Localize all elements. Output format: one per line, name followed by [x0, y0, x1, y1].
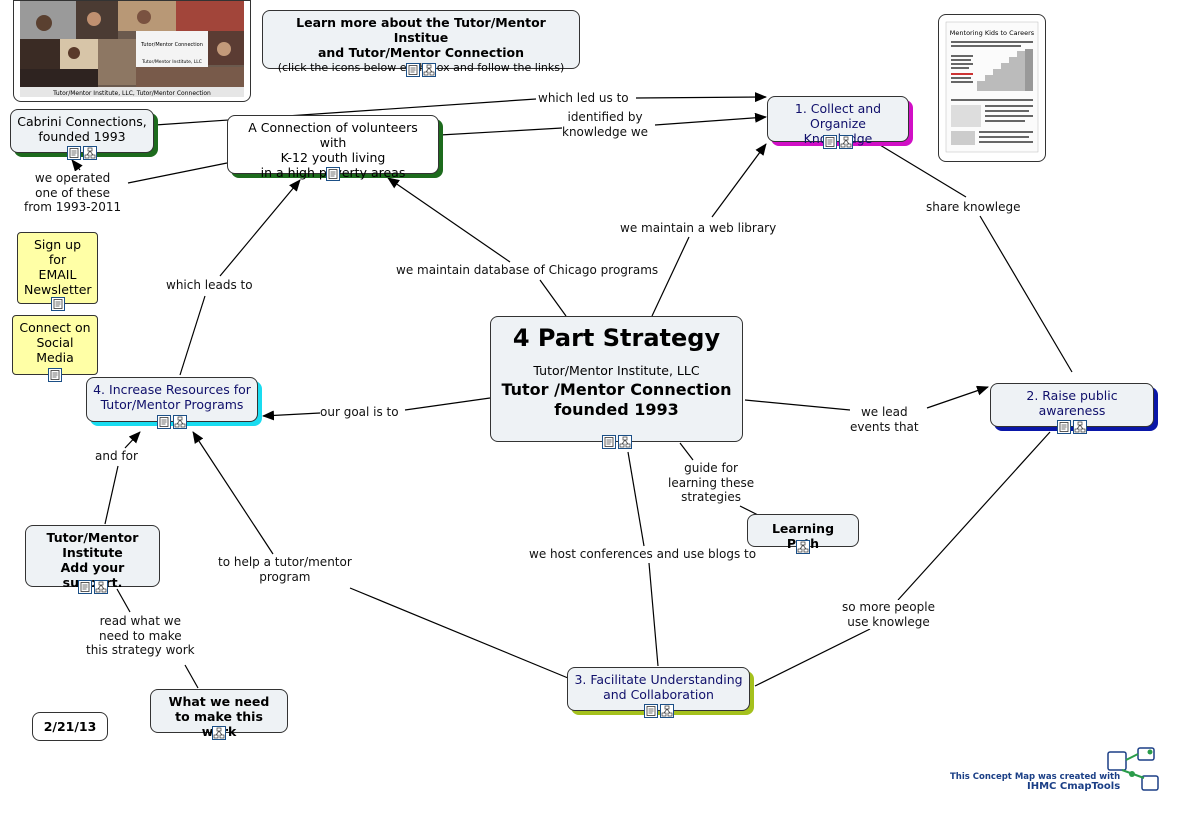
main-line1: Tutor /Mentor Connection: [501, 380, 732, 399]
link-share-knowlege: share knowlege: [926, 200, 1021, 215]
raise-public-awareness-node[interactable]: 2. Raise public awareness: [990, 383, 1154, 434]
link-web-library: we maintain a web library: [620, 221, 777, 236]
document-icon[interactable]: [48, 368, 62, 382]
document-icon[interactable]: [643, 704, 658, 718]
increase-line2: Tutor/Mentor Programs: [100, 397, 244, 412]
collect-organize-knowledge-node[interactable]: 1. Collect and Organize Knowledge: [767, 96, 909, 149]
what-we-need-line1: What we need: [168, 694, 270, 709]
tutor-mentor-institute-node[interactable]: Tutor/Mentor Institute Add your support.: [25, 525, 160, 594]
increase-line1: 4. Increase Resources for: [93, 382, 251, 397]
facilitate-understanding-node[interactable]: 3. Facilitate Understanding and Collabor…: [567, 667, 750, 718]
raise-line2: awareness: [1038, 403, 1106, 418]
signup-line4: Newsletter: [24, 282, 92, 297]
connection-line1: A Connection of volunteers with: [248, 120, 418, 150]
facilitate-line2: and Collaboration: [603, 687, 714, 702]
collect-line2: Organize Knowledge: [803, 116, 873, 146]
career-poster-image: Mentoring Kids to Careers: [945, 21, 1039, 153]
link-our-goal: our goal is to: [320, 405, 399, 420]
connection-of-volunteers-node[interactable]: A Connection of volunteers with K-12 you…: [227, 115, 439, 181]
cabrini-line2: founded 1993: [38, 129, 126, 144]
main-title: 4 Part Strategy: [512, 324, 721, 352]
credit-line2: IHMC CmapTools: [1027, 781, 1121, 792]
learn-more-line2: and Tutor/Mentor Connection: [317, 45, 525, 60]
document-icon[interactable]: [1057, 420, 1071, 434]
main-line2: founded 1993: [554, 400, 679, 419]
institute-line2: Institute: [62, 545, 123, 560]
link-and-for: and for: [95, 449, 138, 464]
increase-resources-node[interactable]: 4. Increase Resources for Tutor/Mentor P…: [86, 377, 258, 429]
collage-logo-text: Tutor/Mentor Connection: [140, 42, 203, 48]
concept-map-icon[interactable]: [173, 415, 187, 429]
what-we-need-line2: to make this work: [175, 709, 263, 739]
cabrini-line1: Cabrini Connections,: [17, 114, 147, 129]
main-subtitle: Tutor/Mentor Institute, LLC: [533, 363, 700, 378]
learning-path-node[interactable]: Learning Path: [747, 514, 859, 554]
link-conferences-blogs: we host conferences and use blogs to: [529, 547, 757, 562]
collage-logo-sub: Tutor/Mentor Institute, LLC: [141, 59, 202, 65]
document-icon[interactable]: [67, 146, 81, 160]
connection-line2: K-12 youth living: [280, 150, 386, 165]
document-icon[interactable]: [326, 167, 340, 181]
concept-map-icon[interactable]: [93, 580, 108, 594]
career-poster[interactable]: Mentoring Kids to Careers: [938, 14, 1046, 162]
concept-map-icon[interactable]: [83, 146, 97, 160]
cabrini-connections-node[interactable]: Cabrini Connections, founded 1993: [10, 109, 154, 160]
cmaptools-logo-icon[interactable]: [1104, 746, 1162, 796]
link-which-led-us-to: which led us to: [538, 91, 629, 106]
document-icon[interactable]: [157, 415, 171, 429]
photo-collage[interactable]: Tutor/Mentor Institute, LLC, Tutor/Mento…: [13, 0, 251, 102]
signup-line2: for: [48, 252, 67, 267]
poster-title: Mentoring Kids to Careers: [950, 29, 1035, 37]
document-icon[interactable]: [823, 135, 837, 149]
concept-map-icon[interactable]: [659, 704, 674, 718]
signup-line1: Sign up: [33, 237, 82, 252]
four-part-strategy-node[interactable]: 4 Part Strategy Tutor/Mentor Institute, …: [490, 316, 743, 449]
document-icon[interactable]: [601, 435, 616, 449]
what-we-need-node[interactable]: What we need to make this work: [150, 689, 288, 740]
link-database: we maintain database of Chicago programs: [396, 263, 659, 278]
concept-map-icon[interactable]: [1073, 420, 1087, 434]
institute-line1: Tutor/Mentor: [46, 530, 139, 545]
social-line2: Social: [36, 335, 74, 350]
link-which-leads-to: which leads to: [166, 278, 253, 293]
concept-map-icon[interactable]: [796, 540, 810, 554]
document-icon[interactable]: [50, 297, 65, 311]
social-line1: Connect on: [19, 320, 91, 335]
document-icon[interactable]: [406, 63, 420, 77]
raise-line1: 2. Raise public: [1026, 388, 1118, 403]
social-media-node[interactable]: Connect on Social Media: [12, 315, 98, 382]
concept-map-icon[interactable]: [422, 63, 436, 77]
cmaptools-credit: This Concept Map was created with IHMC C…: [950, 772, 1120, 792]
signup-line3: EMAIL: [38, 267, 77, 282]
credit-line1: This Concept Map was created with: [950, 772, 1121, 782]
concept-map-icon[interactable]: [839, 135, 853, 149]
date-node: 2/21/13: [32, 712, 108, 741]
date-label: 2/21/13: [43, 719, 97, 734]
social-line3: Media: [36, 350, 74, 365]
learn-more-box[interactable]: Learn more about the Tutor/Mentor Instit…: [262, 10, 580, 77]
collage-caption: Tutor/Mentor Institute, LLC, Tutor/Mento…: [52, 90, 211, 97]
collect-line1: 1. Collect and: [794, 101, 882, 116]
concept-map-icon[interactable]: [212, 726, 226, 740]
facilitate-line1: 3. Facilitate Understanding: [574, 672, 743, 687]
learn-more-line1: Learn more about the Tutor/Mentor Instit…: [296, 15, 546, 45]
learn-more-line3: (click the icons below each box and foll…: [277, 61, 565, 74]
concept-map-icon[interactable]: [617, 435, 632, 449]
photo-collage-image: Tutor/Mentor Institute, LLC, Tutor/Mento…: [20, 1, 244, 97]
email-newsletter-signup-node[interactable]: Sign up for EMAIL Newsletter: [17, 232, 98, 311]
document-icon[interactable]: [77, 580, 92, 594]
